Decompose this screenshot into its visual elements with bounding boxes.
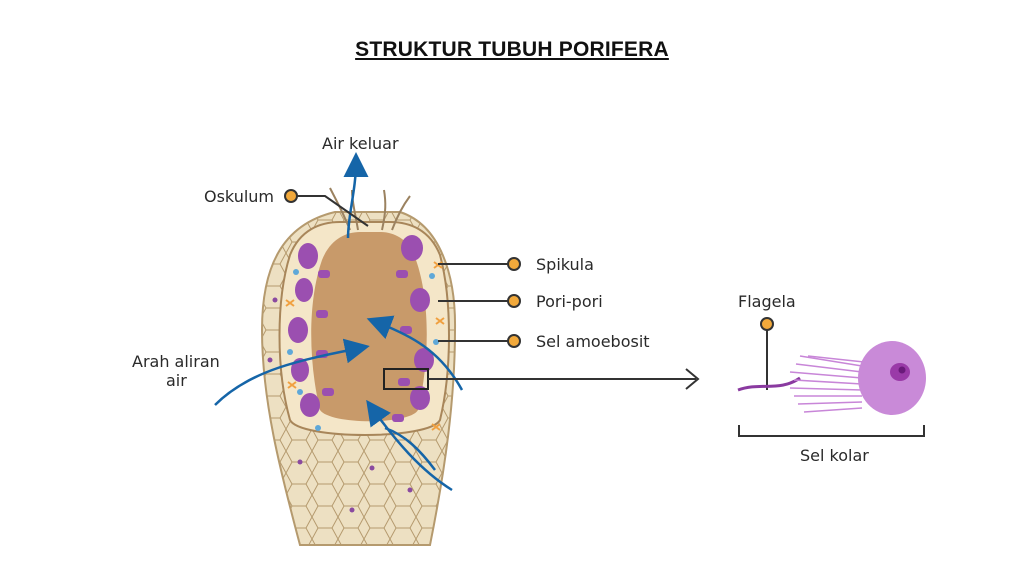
- water-in-arrow-left: [214, 338, 370, 406]
- sel-kolar-bracket: [738, 425, 925, 437]
- osculum-hair: [381, 189, 387, 231]
- label-air: air: [166, 371, 187, 390]
- collar-cell: [737, 341, 926, 415]
- label-flagela: Flagela: [738, 292, 796, 311]
- osculum-hair: [391, 195, 411, 231]
- water-in-arrow-bottom2: [384, 426, 436, 471]
- label-sel-amoebosit: Sel amoebosit: [536, 332, 650, 351]
- dot-pori: [507, 294, 521, 308]
- flagellum: [737, 376, 801, 392]
- label-sel-kolar: Sel kolar: [800, 446, 869, 465]
- amoebocytes: [287, 269, 439, 431]
- dot-spikula: [507, 257, 521, 271]
- dot-flagela: [760, 317, 774, 331]
- label-arah-aliran: Arah aliran: [132, 352, 220, 371]
- wall-cell-nuclei: [267, 297, 413, 513]
- label-pori-pori: Pori-pori: [536, 292, 603, 311]
- collar-cell-body: [858, 341, 926, 415]
- sponge-body: [260, 187, 457, 546]
- dot-amoebosit: [507, 334, 521, 348]
- pointer-oskulum: [291, 195, 369, 227]
- pointer-dots: [284, 189, 774, 348]
- label-air-keluar: Air keluar: [322, 134, 399, 153]
- collar-cell-nucleolus: [898, 366, 906, 374]
- label-oskulum: Oskulum: [204, 187, 275, 206]
- dot-oskulum: [284, 189, 298, 203]
- water-out-arrow: [343, 152, 369, 239]
- choanocyte-layer-left: [288, 243, 334, 417]
- microvilli-collar: [789, 355, 865, 413]
- label-spikula: Spikula: [536, 255, 594, 274]
- page-title: STRUKTUR TUBUH PORIFERA: [355, 38, 669, 61]
- pointer-lines: [291, 195, 768, 390]
- water-in-arrow-bottom: [366, 399, 453, 492]
- zoom-arrow: [428, 368, 700, 390]
- choanocyte-layer-right: [392, 235, 434, 422]
